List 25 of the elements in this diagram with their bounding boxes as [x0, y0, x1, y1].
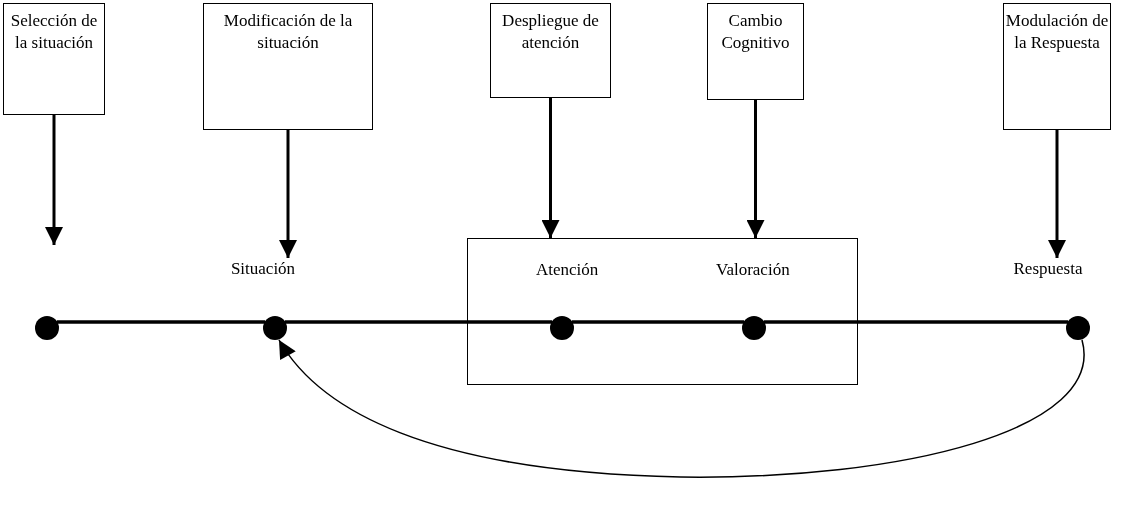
strategy-box: Selección de la situación: [3, 3, 105, 115]
stage-label: Atención: [536, 259, 599, 281]
arrow: [541, 98, 560, 238]
timeline-dot: [35, 316, 59, 340]
timeline-line: [57, 320, 265, 324]
timeline-line: [764, 320, 1068, 324]
strategy-box: Cambio Cognitivo: [707, 3, 804, 100]
stage-label: Respuesta: [1000, 258, 1096, 282]
timeline-line: [572, 320, 744, 324]
timeline-dot: [263, 316, 287, 340]
strategy-box: Modificación de la situación: [203, 3, 373, 130]
arrow: [1048, 130, 1066, 258]
strategy-box: Modulación de la Respuesta: [1003, 3, 1111, 130]
arrow: [278, 339, 1085, 478]
stage-label: Situación: [220, 258, 306, 282]
strategy-box: Despliegue de atención: [490, 3, 611, 98]
arrow: [746, 100, 765, 238]
stage-frame: [467, 238, 858, 385]
arrow: [45, 115, 63, 245]
arrow: [279, 130, 297, 258]
timeline-dot: [741, 315, 766, 340]
stage-label: Valoración: [716, 259, 790, 281]
timeline-dot: [549, 315, 574, 340]
timeline-dot: [1066, 316, 1090, 340]
timeline-line: [285, 320, 552, 324]
